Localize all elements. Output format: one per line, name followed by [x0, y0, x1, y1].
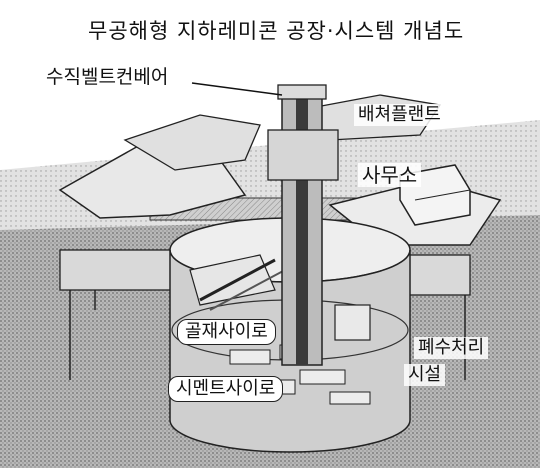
mixer-unit [334, 304, 371, 341]
inclined-conveyor-2 [209, 269, 286, 311]
label-wastewater-treatment-1: 폐수처리 [414, 337, 489, 359]
leader-line-conveyor [191, 82, 283, 96]
label-office: 사무소 [358, 163, 422, 187]
left-wing-room [59, 249, 191, 291]
label-aggregate-silo: 골재사이로 [177, 319, 276, 345]
office-building-edge [414, 189, 471, 201]
label-vertical-belt-conveyor: 수직벨트컨베어 [42, 66, 173, 89]
label-batcher-plant: 배쳐플랜트 [354, 104, 445, 126]
batcher-plant-block [267, 129, 339, 181]
label-wastewater-treatment-2: 시설 [404, 364, 446, 386]
label-cement-silo: 시멘트사이로 [168, 376, 284, 402]
diagram-title: 무공해형 지하레미콘 공장·시스템 개념도 [88, 19, 465, 43]
vertical-conveyor-head [277, 84, 327, 100]
back-left-wing [123, 114, 261, 171]
inclined-conveyor [199, 258, 276, 302]
